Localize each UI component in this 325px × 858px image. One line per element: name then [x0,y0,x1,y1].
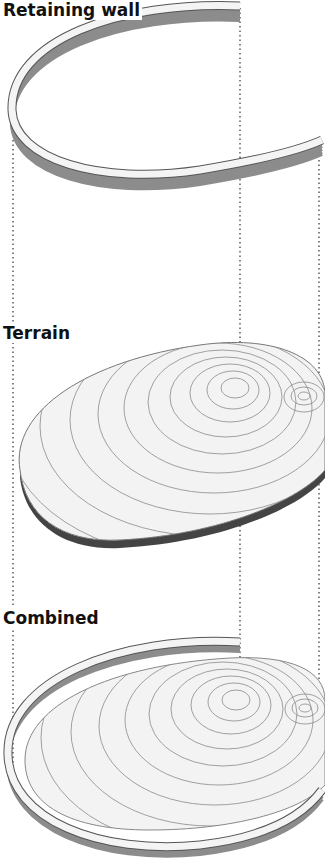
part-label: Combined [1,608,101,628]
part-label: Terrain [1,323,72,343]
part-label: Retaining wall [1,0,142,20]
combined-wall [8,641,322,855]
retaining-wall [12,6,322,189]
terrain [0,293,325,583]
